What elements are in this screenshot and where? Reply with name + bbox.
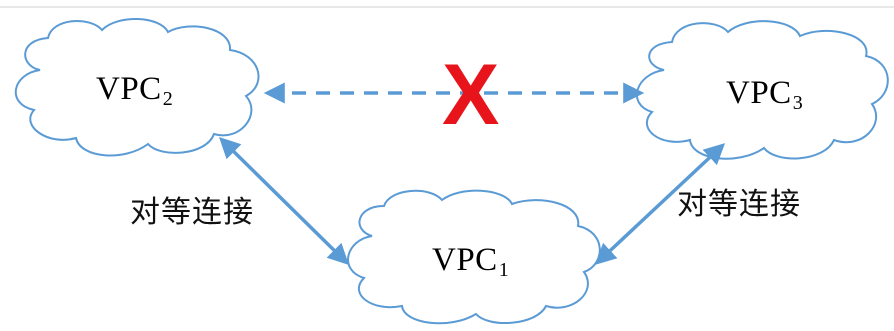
edge-label-vpc3-vpc1: 对等连接 [677,187,801,222]
label-vpc1: VPC1 [432,242,509,281]
label-vpc1-subscript: 1 [498,259,509,281]
label-vpc3-subscript: 3 [792,92,803,114]
label-vpc2: VPC2 [96,71,173,110]
edge-label-vpc2-vpc1: 对等连接 [130,195,254,230]
blocked-marker-x: X [442,47,500,143]
label-vpc3: VPC3 [726,75,803,114]
edge-vpc2-vpc1 [219,137,349,265]
label-vpc3-base: VPC [726,75,792,111]
cloud-vpc2 [14,18,260,157]
cloud-vpc1 [347,189,601,325]
label-vpc1-base: VPC [432,242,498,278]
edge-vpc3-vpc1 [594,143,726,265]
cloud-vpc3 [635,20,889,160]
label-vpc2-base: VPC [96,71,162,107]
top-divider [0,6,894,8]
label-vpc2-subscript: 2 [162,88,173,110]
